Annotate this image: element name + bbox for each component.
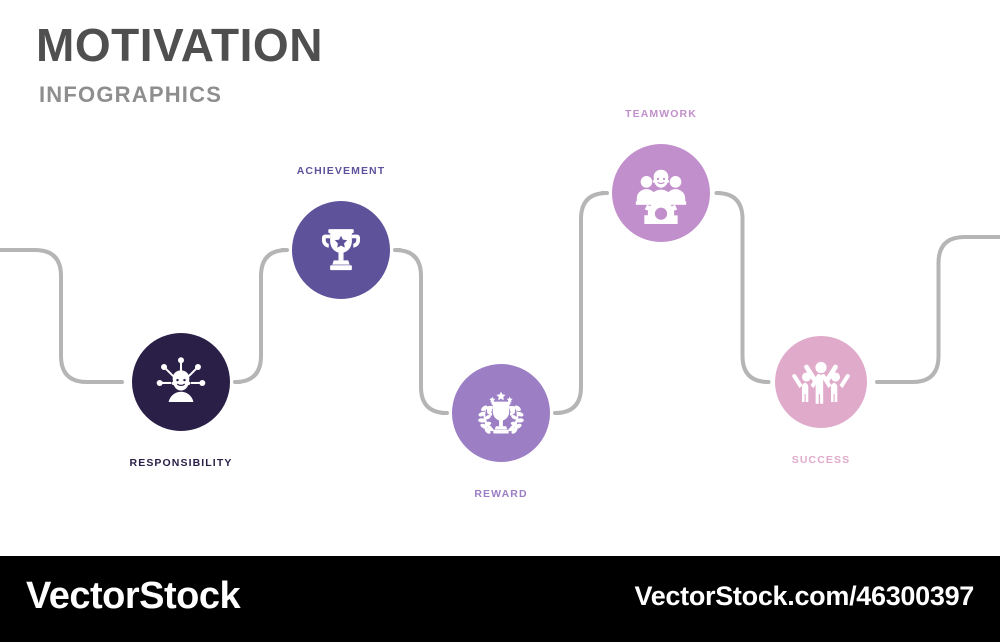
step-label-responsibility: RESPONSIBILITY: [129, 457, 233, 469]
step-icon-circle-reward[interactable]: [452, 364, 550, 462]
step-icon-circle-teamwork[interactable]: [612, 144, 710, 242]
title-block: MOTIVATION INFOGRAPHICS: [36, 22, 323, 106]
trophy-laurel-icon: [478, 391, 524, 434]
vectorstock-logo: VectorStock: [26, 575, 241, 617]
step-label-achievement: ACHIEVEMENT: [296, 165, 386, 177]
team-gear-icon: [635, 169, 687, 224]
head-network-icon: [156, 357, 206, 402]
step-label-success: SUCCESS: [791, 454, 851, 466]
footer-bar: VectorStock VectorStock.com/46300397: [0, 556, 1000, 642]
step-icon-circle-achievement[interactable]: [292, 201, 390, 299]
step-label-teamwork: TEAMWORK: [625, 108, 697, 120]
connector-path: [0, 191, 1000, 415]
page-subtitle: INFOGRAPHICS: [39, 82, 223, 107]
page-title: MOTIVATION: [36, 19, 323, 71]
trophy-star-icon: [321, 229, 361, 271]
step-label-reward: REWARD: [474, 488, 528, 500]
step-icon-circle-success[interactable]: [775, 336, 867, 428]
celebrating-people-icon: [792, 361, 850, 404]
vectorstock-url: VectorStock.com/46300397: [634, 581, 974, 611]
step-icon-circle-responsibility[interactable]: [132, 333, 230, 431]
